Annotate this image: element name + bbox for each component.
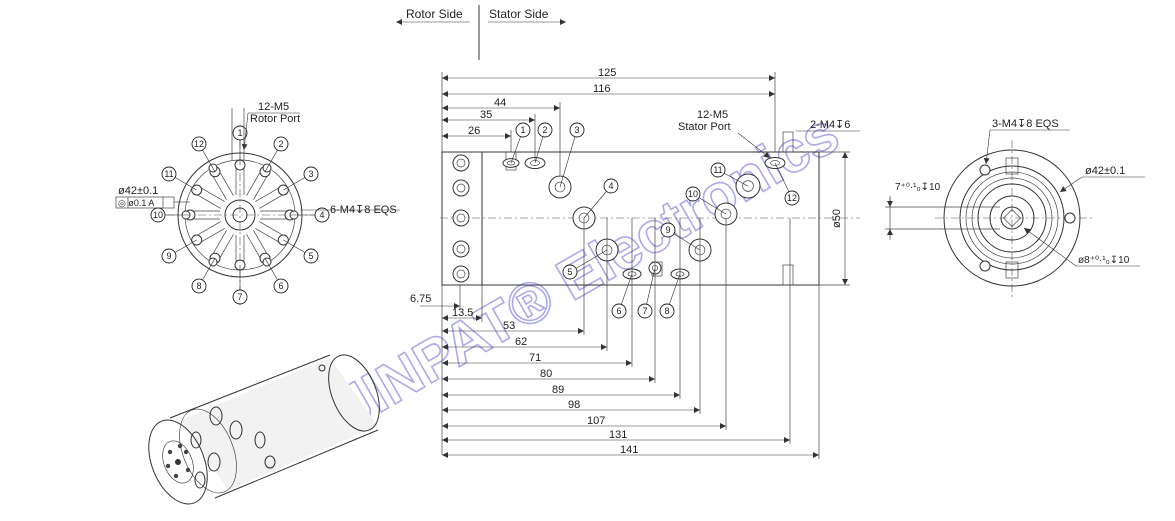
dim-bottom-107: 107	[587, 415, 605, 427]
front-balloon-number: 3	[309, 169, 314, 179]
side-balloon	[685, 186, 701, 202]
dim-bottom-141: 141	[620, 444, 638, 456]
side-balloon-number: 4	[608, 181, 613, 191]
dim-top-125: 125	[598, 67, 616, 79]
front-balloon	[273, 136, 289, 152]
side-balloon	[562, 264, 578, 280]
side-balloon-number: 8	[664, 306, 669, 316]
side-balloon	[611, 303, 627, 319]
top-bolt-callout: 2-M4↧6	[810, 119, 850, 131]
dim-top-35: 35	[480, 109, 492, 121]
front-tolerance-frame: ◎ ø0.1 A	[118, 198, 154, 208]
side-balloon-number: 12	[787, 193, 797, 203]
dim-diameter-50: ø50	[831, 209, 843, 228]
dim-13-5: 13.5	[452, 307, 473, 319]
side-balloon	[569, 122, 585, 138]
front-balloon	[191, 278, 207, 294]
side-balloon	[637, 303, 653, 319]
rear-bore-label: ø8⁺⁰·¹₀↧10	[1078, 255, 1130, 266]
front-balloon	[161, 248, 177, 264]
front-port-callout-sub: Rotor Port	[250, 113, 300, 125]
side-balloon-number: 1	[520, 125, 525, 135]
dim-bottom-89: 89	[552, 384, 564, 396]
front-balloon-number: 1	[237, 128, 242, 138]
side-balloon-number: 10	[688, 189, 698, 199]
front-balloon-number: 12	[194, 139, 204, 149]
rear-bolt-callout: 3-M4↧8 EQS	[992, 118, 1059, 130]
side-balloon	[515, 122, 531, 138]
dim-top-116: 116	[593, 83, 611, 95]
dim-top-44: 44	[494, 97, 506, 109]
front-balloon	[232, 289, 248, 305]
side-balloon-number: 2	[542, 125, 547, 135]
side-balloon-number: 5	[567, 267, 572, 277]
front-port-callout: 12-M5	[258, 101, 289, 113]
front-balloon-number: 7	[237, 292, 242, 302]
dim-bottom-53: 53	[503, 320, 515, 332]
stator-side-label: Stator Side	[489, 7, 549, 21]
front-balloon	[303, 248, 319, 264]
side-balloon-number: 9	[665, 225, 670, 235]
front-balloon	[232, 125, 248, 141]
side-balloon-number: 7	[642, 306, 647, 316]
front-balloon-number: 8	[196, 281, 201, 291]
side-balloon	[710, 162, 726, 178]
dim-bottom-131: 131	[609, 429, 627, 441]
side-balloon	[784, 190, 800, 206]
rear-bore	[989, 195, 1035, 241]
isometric-view	[148, 354, 380, 505]
front-balloon-number: 6	[278, 281, 283, 291]
rear-view	[935, 140, 1095, 300]
front-balloon	[314, 207, 330, 223]
stator-port-callout-sub: Stator Port	[678, 121, 731, 133]
front-diameter-label: ø42±0.1	[118, 185, 158, 197]
front-balloon-number: 4	[319, 210, 324, 220]
dim-top-26: 26	[468, 125, 480, 137]
dim-bottom-98: 98	[568, 399, 580, 411]
front-balloon-number: 5	[309, 251, 314, 261]
front-balloon-number: 11	[164, 169, 173, 179]
dim-bottom-62: 62	[515, 336, 527, 348]
side-balloon	[537, 122, 553, 138]
front-center-bore	[224, 199, 256, 231]
rotor-side-label: Rotor Side	[406, 7, 463, 21]
front-balloon	[161, 166, 177, 182]
front-balloon-number: 10	[153, 210, 163, 220]
front-balloon	[273, 278, 289, 294]
side-balloon-number: 6	[616, 306, 621, 316]
front-balloon-number: 2	[278, 139, 283, 149]
front-balloon-number: 9	[166, 251, 171, 261]
rear-keyway-label: 7⁺⁰·¹₀↧10	[895, 182, 941, 193]
side-balloon	[659, 303, 675, 319]
rear-diameter-label: ø42±0.1	[1085, 165, 1125, 177]
side-balloon	[660, 222, 676, 238]
rear-flange-outline	[943, 149, 1081, 287]
side-balloon	[603, 178, 619, 194]
side-balloon-number: 11	[713, 165, 722, 175]
front-balloon	[303, 166, 319, 182]
side-balloon-number: 3	[574, 125, 579, 135]
stator-port-callout: 12-M5	[697, 109, 728, 121]
front-balloon	[191, 136, 207, 152]
dim-bottom-80: 80	[540, 368, 552, 380]
dim-bottom-71: 71	[529, 352, 541, 364]
dim-6-75: 6.75	[410, 293, 431, 305]
